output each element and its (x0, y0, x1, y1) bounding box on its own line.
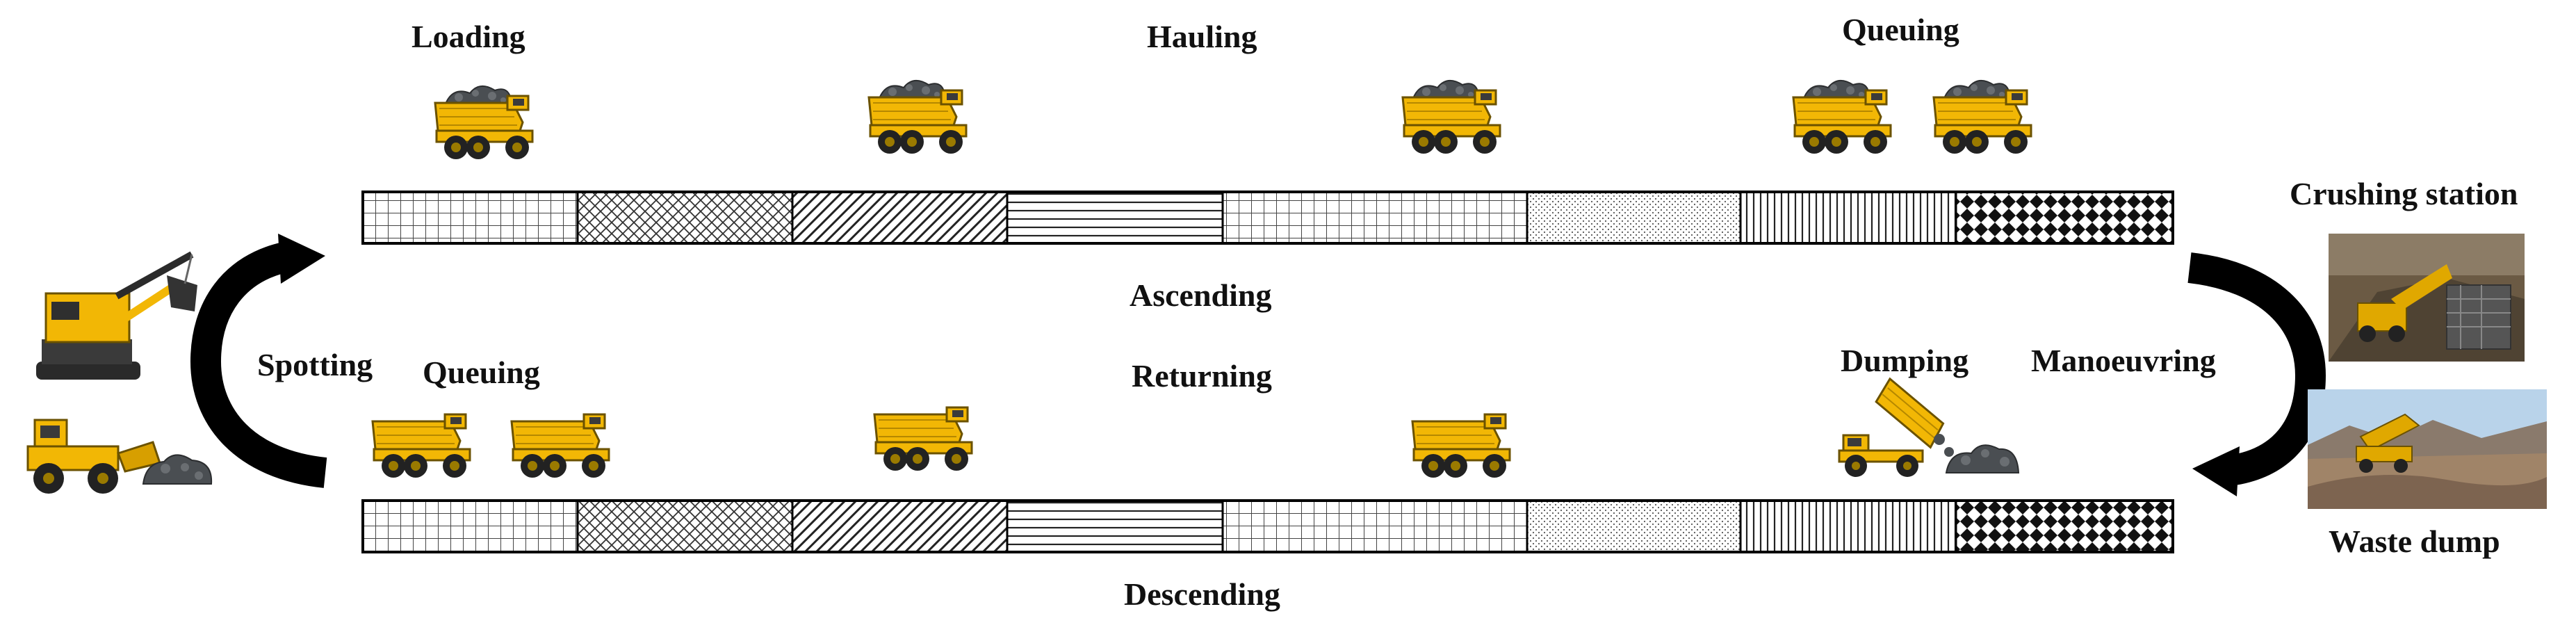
road-segment (1527, 192, 1741, 243)
loaded-haul-truck-icon (1403, 81, 1500, 154)
label-loading: Loading (411, 19, 525, 54)
descending-road (361, 499, 2174, 553)
road-segment (1223, 192, 1527, 243)
dumping-truck-icon (1838, 377, 2020, 477)
crushing-station-photo (2329, 234, 2525, 362)
right-cycle-arrow-icon (2187, 252, 2326, 496)
label-dumping: Dumping (1841, 343, 1969, 378)
road-segment (1007, 192, 1223, 243)
road-segment (578, 501, 792, 552)
loaded-haul-truck-icon (1793, 81, 1891, 154)
road-segment (1223, 501, 1527, 552)
label-ascending: Ascending (1130, 277, 1272, 313)
empty-haul-truck-icon (371, 413, 471, 479)
road-segment (363, 192, 578, 243)
loaded-haul-truck-icon (869, 81, 966, 154)
waste-dump-photo (2308, 389, 2547, 509)
road-segment (1956, 501, 2173, 552)
label-hauling: Hauling (1147, 19, 1257, 54)
road-outline (361, 191, 2174, 245)
label-waste-dump: Waste dump (2329, 524, 2500, 559)
road-segment (1741, 501, 1956, 552)
wheel-loader-icon (26, 419, 213, 494)
label-queuing-top: Queuing (1842, 12, 1959, 47)
road-segment (578, 192, 792, 243)
label-manoeuvring: Manoeuvring (2031, 343, 2216, 378)
road-segment (363, 501, 578, 552)
road-segment (1741, 192, 1956, 243)
loaded-haul-truck-icon (435, 86, 532, 159)
label-descending: Descending (1124, 576, 1280, 612)
road-segment (1527, 501, 1741, 552)
label-returning: Returning (1132, 358, 1272, 394)
electric-rope-shovel-icon (36, 251, 197, 380)
label-crushing-station: Crushing station (2290, 176, 2518, 211)
left-cycle-arrow-icon (190, 234, 327, 488)
road-segment (1956, 192, 2173, 243)
loaded-haul-truck-icon (1934, 81, 2031, 154)
empty-haul-truck-icon (1411, 413, 1511, 479)
road-segment (792, 501, 1007, 552)
road-segment (1007, 501, 1223, 552)
ascending-road (361, 191, 2174, 245)
road-segment (792, 192, 1007, 243)
road-outline (361, 499, 2174, 553)
empty-haul-truck-icon (510, 413, 610, 479)
label-queuing-bottom: Queuing (423, 355, 540, 390)
empty-haul-truck-icon (873, 406, 973, 472)
label-spotting: Spotting (257, 347, 373, 382)
